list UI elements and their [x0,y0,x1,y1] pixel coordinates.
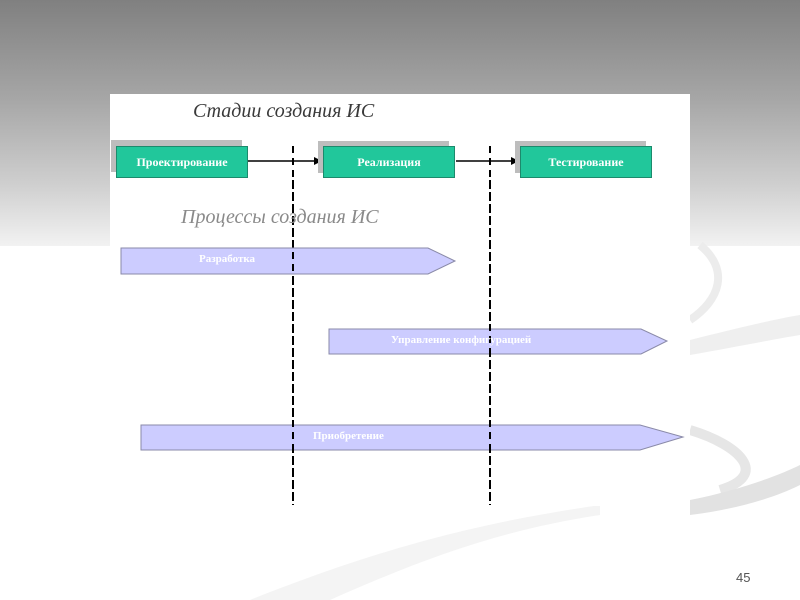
stages-title: Стадии создания ИС [193,100,375,122]
stage-box-testing: Тестирование [520,146,652,178]
swoosh-band-bottom [250,505,600,600]
swoosh-curve-upper [687,241,722,324]
process-label-razrabotka: Разработка [199,253,256,265]
swoosh-band-upper [690,315,800,355]
swoosh-curve-lower [688,425,751,495]
swoosh-band-lower [690,465,800,515]
stage-box-design: Проектирование [116,146,248,178]
processes-title: Процессы создания ИС [181,206,379,228]
process-label-acquisition: Приобретение [313,430,384,442]
process-arrow-acquisition [140,424,685,451]
process-arrow-razrabotka [120,247,457,275]
page-number: 45 [736,570,751,585]
process-arrow-configuration [328,328,669,355]
stage-box-implementation: Реализация [323,146,455,178]
process-label-configuration: Управление конфигурацией [391,334,532,346]
